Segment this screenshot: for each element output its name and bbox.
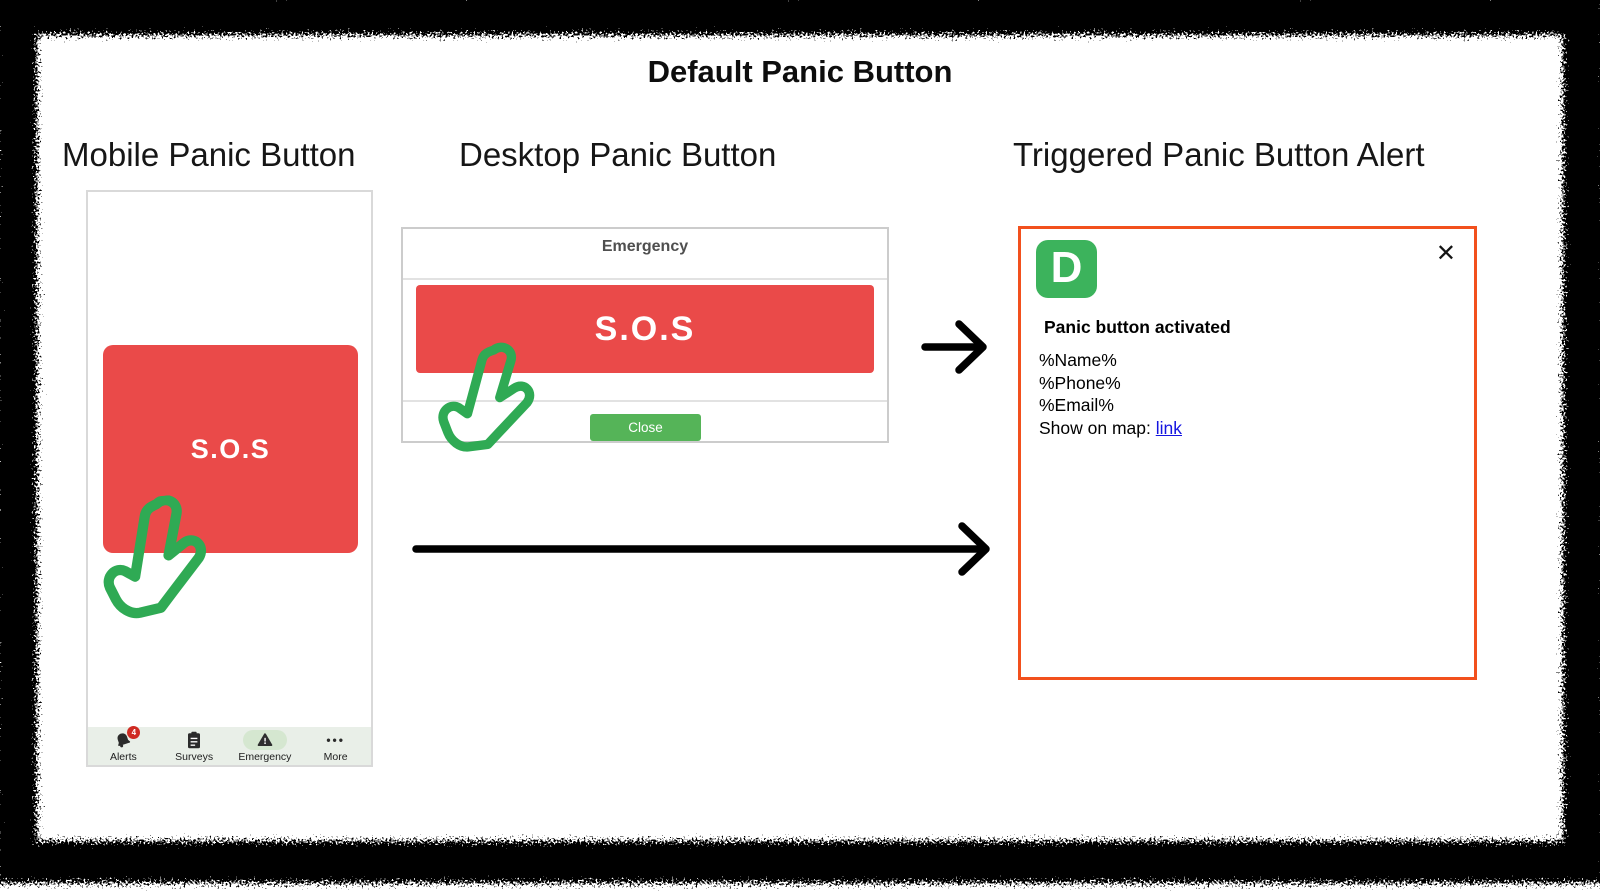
mobile-bottom-nav: 4 Alerts Surveys — [88, 726, 371, 765]
alert-line-email: %Email% — [1039, 395, 1114, 415]
divider — [403, 278, 887, 280]
alert-line-map: Show on map: link — [1039, 417, 1182, 440]
alert-line-name: %Name% — [1039, 350, 1117, 370]
heading-mobile-panic-button: Mobile Panic Button — [62, 136, 356, 173]
close-icon[interactable]: ✕ — [1435, 239, 1456, 267]
heading-desktop-panic-button: Desktop Panic Button — [459, 136, 777, 173]
nav-label-more: More — [323, 751, 348, 763]
divider — [403, 400, 887, 402]
arrow-desktop-to-alert — [921, 320, 987, 374]
deskalerts-logo: D — [1036, 240, 1097, 298]
nav-item-more[interactable]: ••• More — [304, 730, 368, 763]
desktop-sos-button[interactable]: S.O.S — [416, 285, 874, 373]
desktop-dialog-title: Emergency — [601, 238, 689, 255]
show-on-map-link[interactable]: link — [1155, 417, 1182, 438]
desktop-dialog-mockup: Emergency S.O.S Close — [401, 227, 889, 443]
alerts-count-badge: 4 — [127, 726, 141, 739]
nav-item-alerts[interactable]: 4 Alerts — [91, 726, 155, 763]
warning-triangle-icon — [257, 733, 273, 747]
nav-item-surveys[interactable]: Surveys — [162, 730, 226, 763]
more-dots-icon: ••• — [326, 733, 345, 747]
mobile-app-mockup: S.O.S 4 Alerts — [86, 190, 373, 767]
heading-triggered-alert: Triggered Panic Button Alert — [1013, 136, 1425, 173]
mobile-sos-button[interactable]: S.O.S — [103, 345, 358, 553]
alert-title: Panic button activated — [1044, 317, 1231, 337]
nav-label-surveys: Surveys — [175, 751, 214, 763]
panic-alert-popup: D ✕ Panic button activated %Name% %Phone… — [1018, 226, 1477, 680]
page-title: Default Panic Button — [647, 54, 953, 89]
nav-label-alerts: Alerts — [109, 751, 137, 763]
nav-label-emergency: Emergency — [238, 751, 292, 763]
arrow-mobile-to-alert — [412, 522, 990, 576]
nav-item-emergency[interactable]: Emergency — [233, 730, 297, 763]
desktop-close-button[interactable]: Close — [590, 414, 701, 441]
map-prefix-text: Show on map: — [1039, 417, 1156, 438]
alert-line-phone: %Phone% — [1039, 372, 1121, 393]
emergency-active-pill — [242, 730, 287, 750]
alert-body: %Name% %Phone% %Email% Show on map: link — [1039, 349, 1182, 439]
clipboard-icon — [188, 731, 201, 749]
